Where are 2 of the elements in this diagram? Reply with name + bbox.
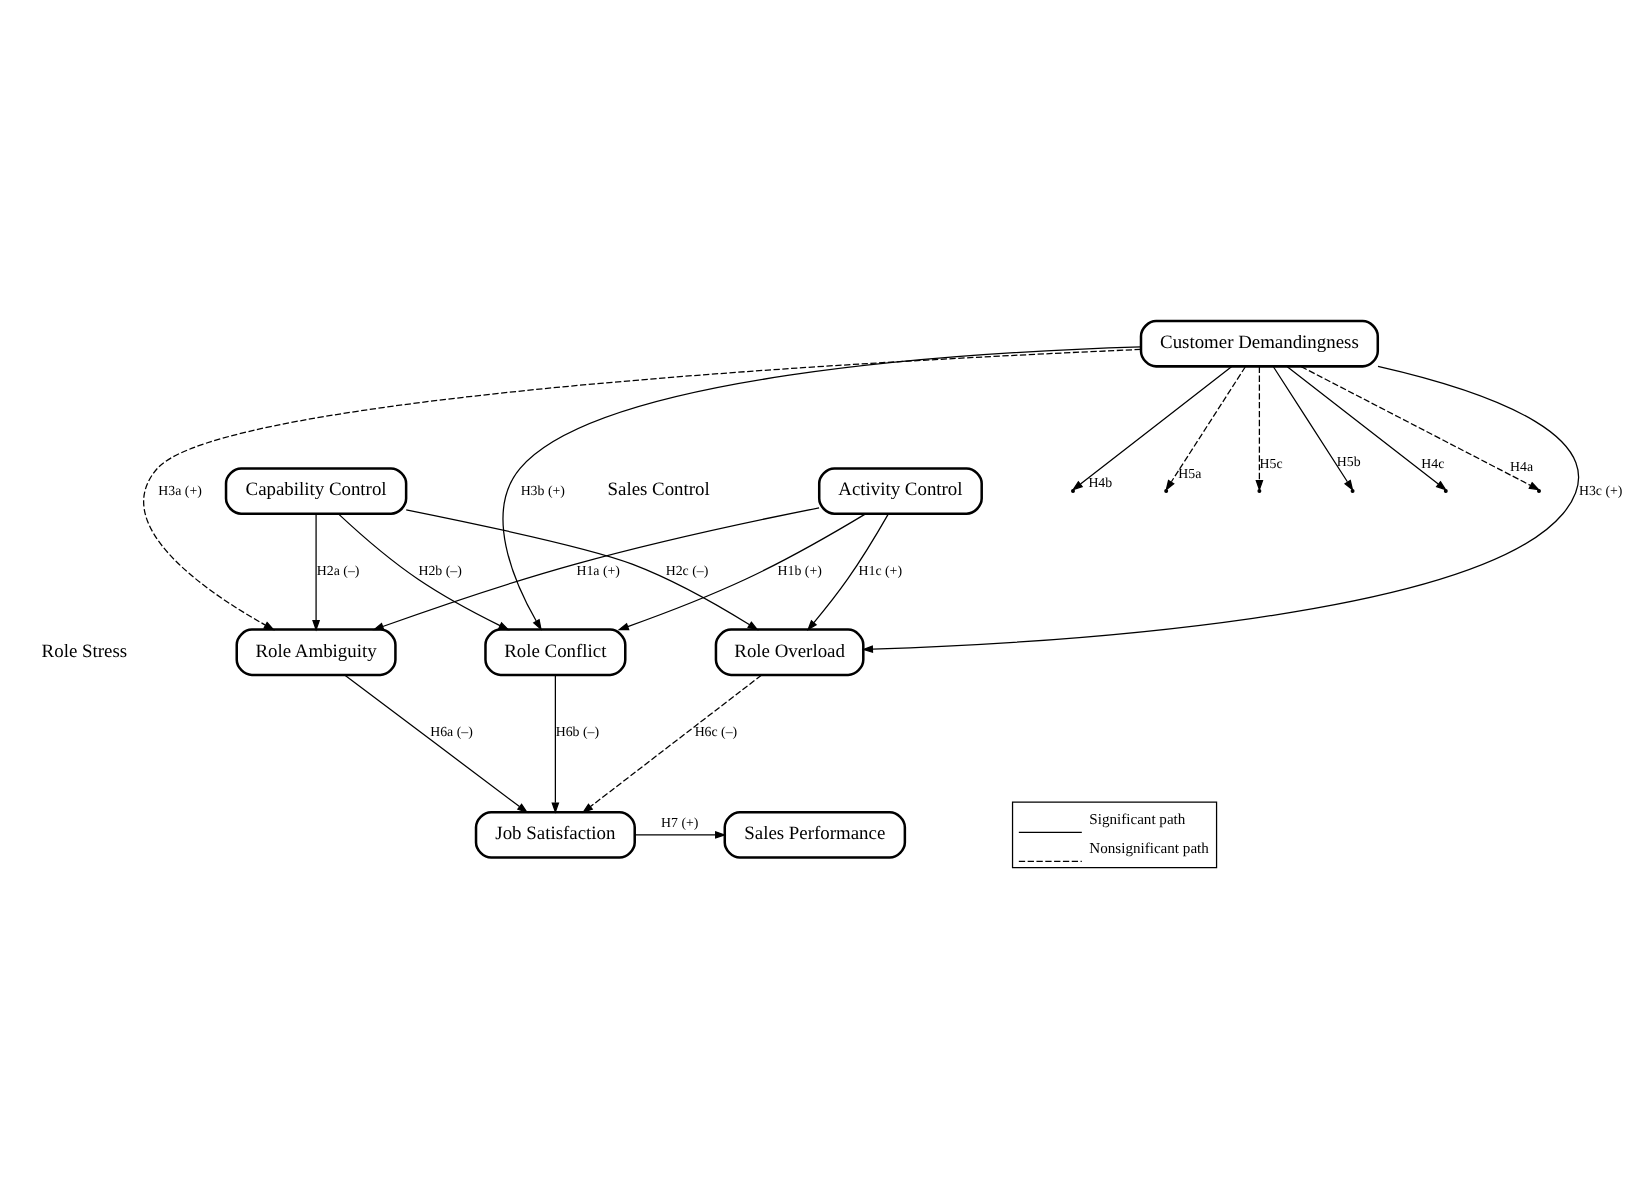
label: Sales Control bbox=[607, 480, 710, 501]
label: Role Stress bbox=[41, 641, 128, 662]
